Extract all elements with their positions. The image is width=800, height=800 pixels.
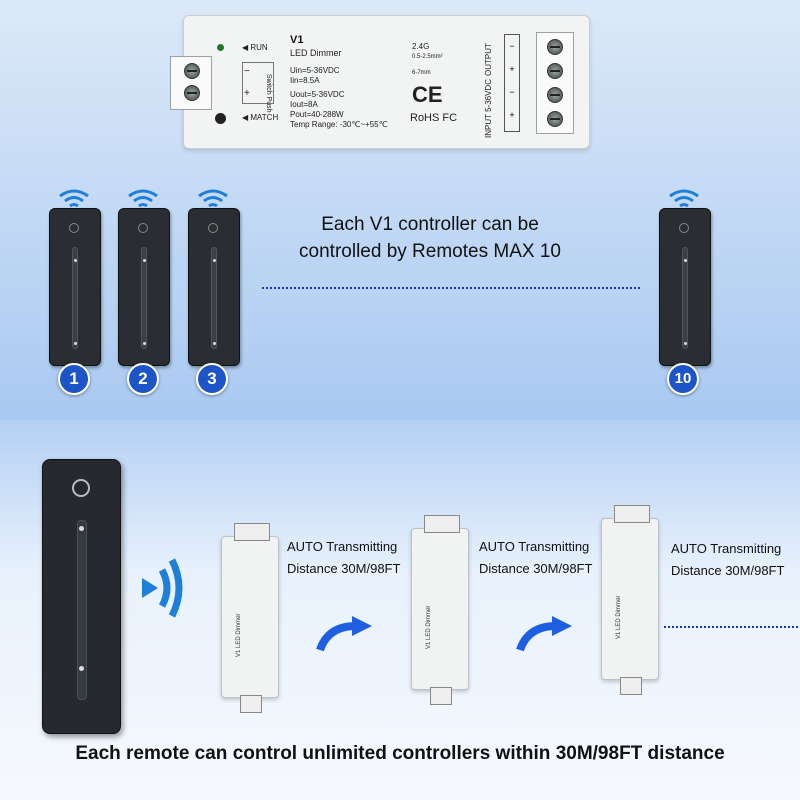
screw-icon — [547, 111, 563, 127]
bottom-terminal — [430, 687, 452, 705]
remote-number-badge: 10 — [667, 363, 699, 395]
remote-number-badge: 2 — [127, 363, 159, 395]
top-terminal — [614, 505, 650, 523]
remote-3 — [188, 208, 240, 366]
large-remote — [42, 459, 121, 734]
slider-bottom-dot — [143, 342, 146, 345]
wifi-signal-icon — [669, 189, 699, 208]
strip-length-label: 6-7mm — [412, 70, 431, 76]
dimmer-slider — [682, 247, 688, 349]
auto-line2: Distance 30M/98FT — [287, 561, 401, 576]
screw-icon — [547, 87, 563, 103]
uout-spec: Uout=5-36VDC — [290, 90, 345, 99]
remote-10 — [659, 208, 711, 366]
mini-controller-label: V1 LED Dimmer — [236, 613, 242, 657]
auto-line1: AUTO Transmitting — [287, 539, 398, 554]
dimmer-slider — [77, 520, 87, 700]
top-caption-line2: controlled by Remotes MAX 10 — [299, 241, 561, 262]
mini-controller-3: V1 LED Dimmer — [601, 505, 659, 695]
wifi-signal-icon — [198, 189, 228, 208]
top-terminal — [424, 515, 460, 533]
rohs-fc-mark: RoHS FC — [410, 112, 458, 124]
auto-line1: AUTO Transmitting — [671, 541, 782, 556]
freq-label: 2.4G — [412, 42, 430, 51]
v1-controller: − + Switch Push ◀ RUN ◀ MATCH V1 LED Dim… — [170, 15, 590, 149]
slider-bottom-dot — [74, 342, 77, 345]
output-label: OUTPUT — [484, 43, 493, 76]
controller-subtitle: LED Dimmer — [290, 48, 342, 58]
screw-icon — [184, 85, 200, 101]
mini-controller-label: V1 LED Dimmer — [426, 605, 432, 649]
pout-spec: Pout=40-288W — [290, 110, 344, 119]
auto-line1: AUTO Transmitting — [479, 539, 590, 554]
match-button[interactable] — [215, 113, 226, 124]
dotted-continuation-line — [664, 626, 798, 628]
power-icon — [72, 479, 90, 497]
curved-arrow-icon — [316, 616, 372, 652]
input-label: INPUT 5-36VDC — [484, 79, 493, 138]
auto-transmitting-text-3: AUTO Transmitting Distance 30M/98FT — [671, 538, 784, 582]
auto-line2: Distance 30M/98FT — [479, 561, 593, 576]
remote-2 — [118, 208, 170, 366]
mini-controller-label: V1 LED Dimmer — [616, 595, 622, 639]
switch-push-label: Switch Push — [265, 74, 272, 113]
bottom-panel — [0, 420, 800, 800]
bottom-terminal — [240, 695, 262, 713]
bottom-caption: Each remote can control unlimited contro… — [75, 743, 725, 764]
run-label: ◀ RUN — [242, 43, 268, 52]
match-text: MATCH — [250, 113, 279, 122]
plus-label: + — [244, 88, 250, 99]
bottom-terminal — [620, 677, 642, 695]
screw-icon — [547, 63, 563, 79]
power-icon — [138, 223, 148, 233]
slider-top-dot — [684, 259, 687, 262]
power-icon — [69, 223, 79, 233]
top-caption-line1: Each V1 controller can be — [321, 214, 539, 235]
slider-top-dot — [143, 259, 146, 262]
slider-bottom-dot — [213, 342, 216, 345]
mini-controller-2: V1 LED Dimmer — [411, 515, 469, 705]
slider-bottom-dot — [684, 342, 687, 345]
ce-mark: CE — [412, 82, 443, 107]
switch-box — [242, 62, 274, 104]
dimmer-slider — [211, 247, 217, 349]
slider-top-dot — [213, 259, 216, 262]
controller-title: V1 — [290, 34, 304, 46]
wifi-signal-icon — [128, 189, 158, 208]
wire-gauge-label: 0.5-2.5mm² — [412, 54, 443, 60]
power-icon — [208, 223, 218, 233]
left-terminal-block — [170, 56, 212, 110]
auto-transmitting-text-1: AUTO Transmitting Distance 30M/98FT — [287, 536, 400, 580]
slider-bottom-dot — [79, 666, 84, 671]
power-icon — [679, 223, 689, 233]
remote-number-badge: 1 — [58, 363, 90, 395]
auto-transmitting-text-2: AUTO Transmitting Distance 30M/98FT — [479, 536, 592, 580]
screw-icon — [547, 39, 563, 55]
signal-waves-icon — [142, 558, 183, 618]
auto-line2: Distance 30M/98FT — [671, 563, 785, 578]
run-led — [217, 44, 224, 51]
iout-spec: Iout=8A — [290, 100, 318, 109]
dimmer-slider — [72, 247, 78, 349]
screw-icon — [184, 63, 200, 79]
iin-spec: Iin=8.5A — [290, 76, 320, 85]
polarity-box: −+−+ — [504, 34, 520, 132]
wifi-signal-icon — [59, 189, 89, 208]
remote-number-badge: 3 — [196, 363, 228, 395]
temp-spec: Temp Range: -30℃~+55℃ — [290, 120, 388, 129]
minus-label: − — [244, 66, 250, 77]
right-terminal-block — [536, 32, 574, 134]
curved-arrow-icon — [516, 616, 572, 652]
dotted-connector-line — [262, 287, 640, 289]
top-terminal — [234, 523, 270, 541]
slider-top-dot — [79, 526, 84, 531]
uin-spec: Uin=5-36VDC — [290, 66, 340, 75]
dimmer-slider — [141, 247, 147, 349]
mini-controller-1: V1 LED Dimmer — [221, 523, 279, 713]
remote-1 — [49, 208, 101, 366]
run-text: RUN — [250, 43, 268, 52]
match-label: ◀ MATCH — [242, 113, 279, 122]
slider-top-dot — [74, 259, 77, 262]
